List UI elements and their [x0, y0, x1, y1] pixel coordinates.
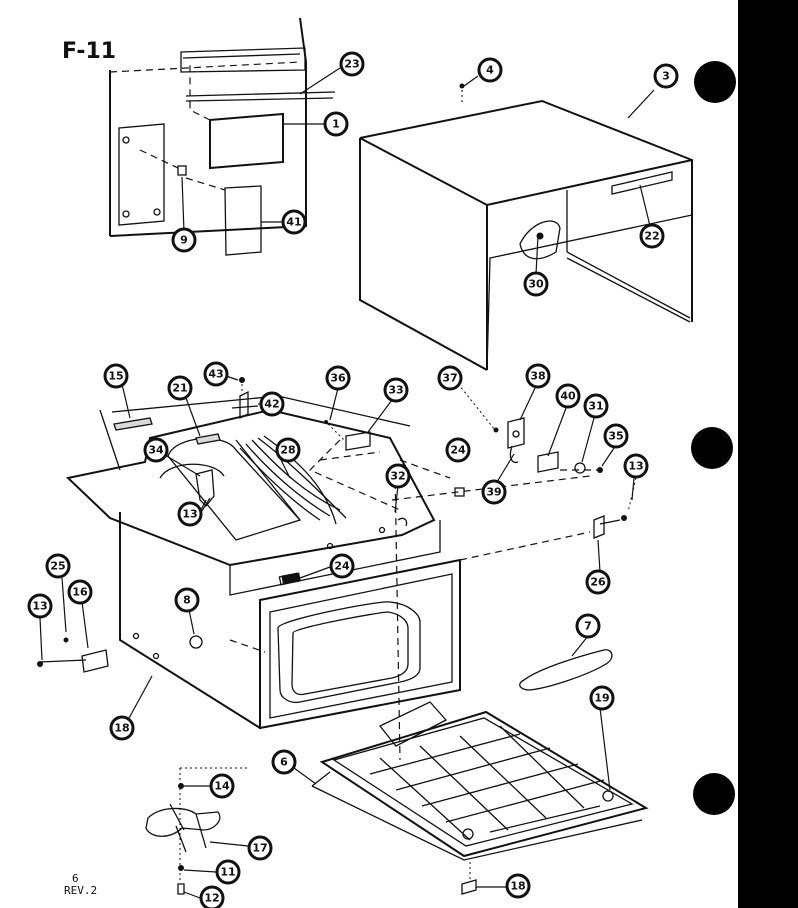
svg-text:1: 1	[332, 118, 340, 131]
callout-3: 3	[653, 63, 679, 89]
svg-text:31: 31	[588, 400, 603, 413]
callout-36: 36	[325, 365, 351, 391]
callout-34: 34	[143, 437, 169, 463]
callout-18: 18	[505, 873, 531, 899]
callout-32: 32	[385, 463, 411, 489]
callout-42: 42	[259, 391, 285, 417]
callout-18: 18	[109, 715, 135, 741]
svg-text:13: 13	[32, 600, 47, 613]
base-plate-assembly	[293, 701, 649, 895]
callout-25: 25	[45, 553, 71, 579]
callout-43: 43	[203, 361, 229, 387]
callout-13: 13	[623, 453, 649, 479]
callout-13: 13	[177, 501, 203, 527]
stirrer-fan	[145, 767, 249, 899]
svg-text:15: 15	[108, 370, 123, 383]
svg-text:28: 28	[280, 444, 295, 457]
callout-23: 23	[339, 51, 365, 77]
svg-text:23: 23	[344, 58, 359, 71]
svg-text:24: 24	[450, 444, 466, 457]
callout-9: 9	[171, 227, 197, 253]
callout-39: 39	[481, 479, 507, 505]
svg-text:21: 21	[172, 382, 187, 395]
oven-cavity-assembly	[37, 383, 465, 761]
callout-28: 28	[275, 437, 301, 463]
svg-text:36: 36	[330, 372, 346, 385]
svg-text:40: 40	[560, 390, 576, 403]
svg-text:42: 42	[264, 398, 279, 411]
svg-text:32: 32	[390, 470, 405, 483]
callout-24: 24	[329, 553, 355, 579]
svg-text:38: 38	[530, 370, 545, 383]
callout-4: 4	[477, 57, 503, 83]
callout-19: 19	[589, 685, 615, 711]
callout-11: 11	[215, 859, 241, 885]
callout-33: 33	[383, 377, 409, 403]
callout-14: 14	[209, 773, 235, 799]
svg-text:37: 37	[442, 372, 457, 385]
svg-text:25: 25	[50, 560, 65, 573]
svg-text:6: 6	[280, 756, 288, 769]
registration-dot	[691, 427, 733, 469]
svg-text:22: 22	[644, 230, 659, 243]
callout-24: 24	[445, 437, 471, 463]
callout-37: 37	[437, 365, 463, 391]
revision-label: REV.2	[64, 884, 97, 897]
callout-22: 22	[639, 223, 665, 249]
callout-1: 1	[323, 111, 349, 137]
callout-40: 40	[555, 383, 581, 409]
svg-text:33: 33	[388, 384, 403, 397]
svg-text:34: 34	[148, 444, 164, 457]
callout-17: 17	[247, 835, 273, 861]
svg-text:17: 17	[252, 842, 267, 855]
callout-12: 12	[199, 885, 225, 908]
svg-text:26: 26	[590, 576, 606, 589]
callout-41: 41	[281, 209, 307, 235]
svg-text:9: 9	[180, 234, 188, 247]
registration-dot	[693, 773, 735, 815]
svg-text:13: 13	[182, 508, 197, 521]
svg-text:14: 14	[214, 780, 230, 793]
outer-cabinet	[359, 75, 693, 371]
front-panel-assembly	[109, 17, 341, 256]
svg-text:12: 12	[204, 892, 219, 905]
callout-35: 35	[603, 423, 629, 449]
registration-dot	[694, 61, 736, 103]
callout-31: 31	[583, 393, 609, 419]
callout-26: 26	[585, 569, 611, 595]
svg-text:16: 16	[72, 586, 88, 599]
svg-text:18: 18	[114, 722, 129, 735]
callout-13: 13	[27, 593, 53, 619]
svg-text:43: 43	[208, 368, 223, 381]
svg-text:18: 18	[510, 880, 525, 893]
callout-15: 15	[103, 363, 129, 389]
svg-text:8: 8	[183, 594, 191, 607]
figure-label: F-11	[62, 39, 116, 64]
callout-16: 16	[67, 579, 93, 605]
svg-text:39: 39	[486, 486, 501, 499]
callout-30: 30	[523, 271, 549, 297]
svg-text:19: 19	[594, 692, 609, 705]
callout-7: 7	[575, 613, 601, 639]
svg-text:41: 41	[286, 216, 301, 229]
svg-text:3: 3	[662, 70, 670, 83]
svg-text:7: 7	[584, 620, 592, 633]
callout-8: 8	[174, 587, 200, 613]
svg-text:4: 4	[486, 64, 494, 77]
svg-text:30: 30	[528, 278, 544, 291]
svg-text:13: 13	[628, 460, 643, 473]
callout-38: 38	[525, 363, 551, 389]
svg-text:11: 11	[220, 866, 235, 879]
callout-6: 6	[271, 749, 297, 775]
svg-text:24: 24	[334, 560, 350, 573]
svg-text:35: 35	[608, 430, 623, 443]
callout-21: 21	[167, 375, 193, 401]
stirrer-cover	[519, 635, 613, 691]
scan-edge-strip	[738, 0, 798, 908]
page-number: 6	[72, 872, 79, 885]
